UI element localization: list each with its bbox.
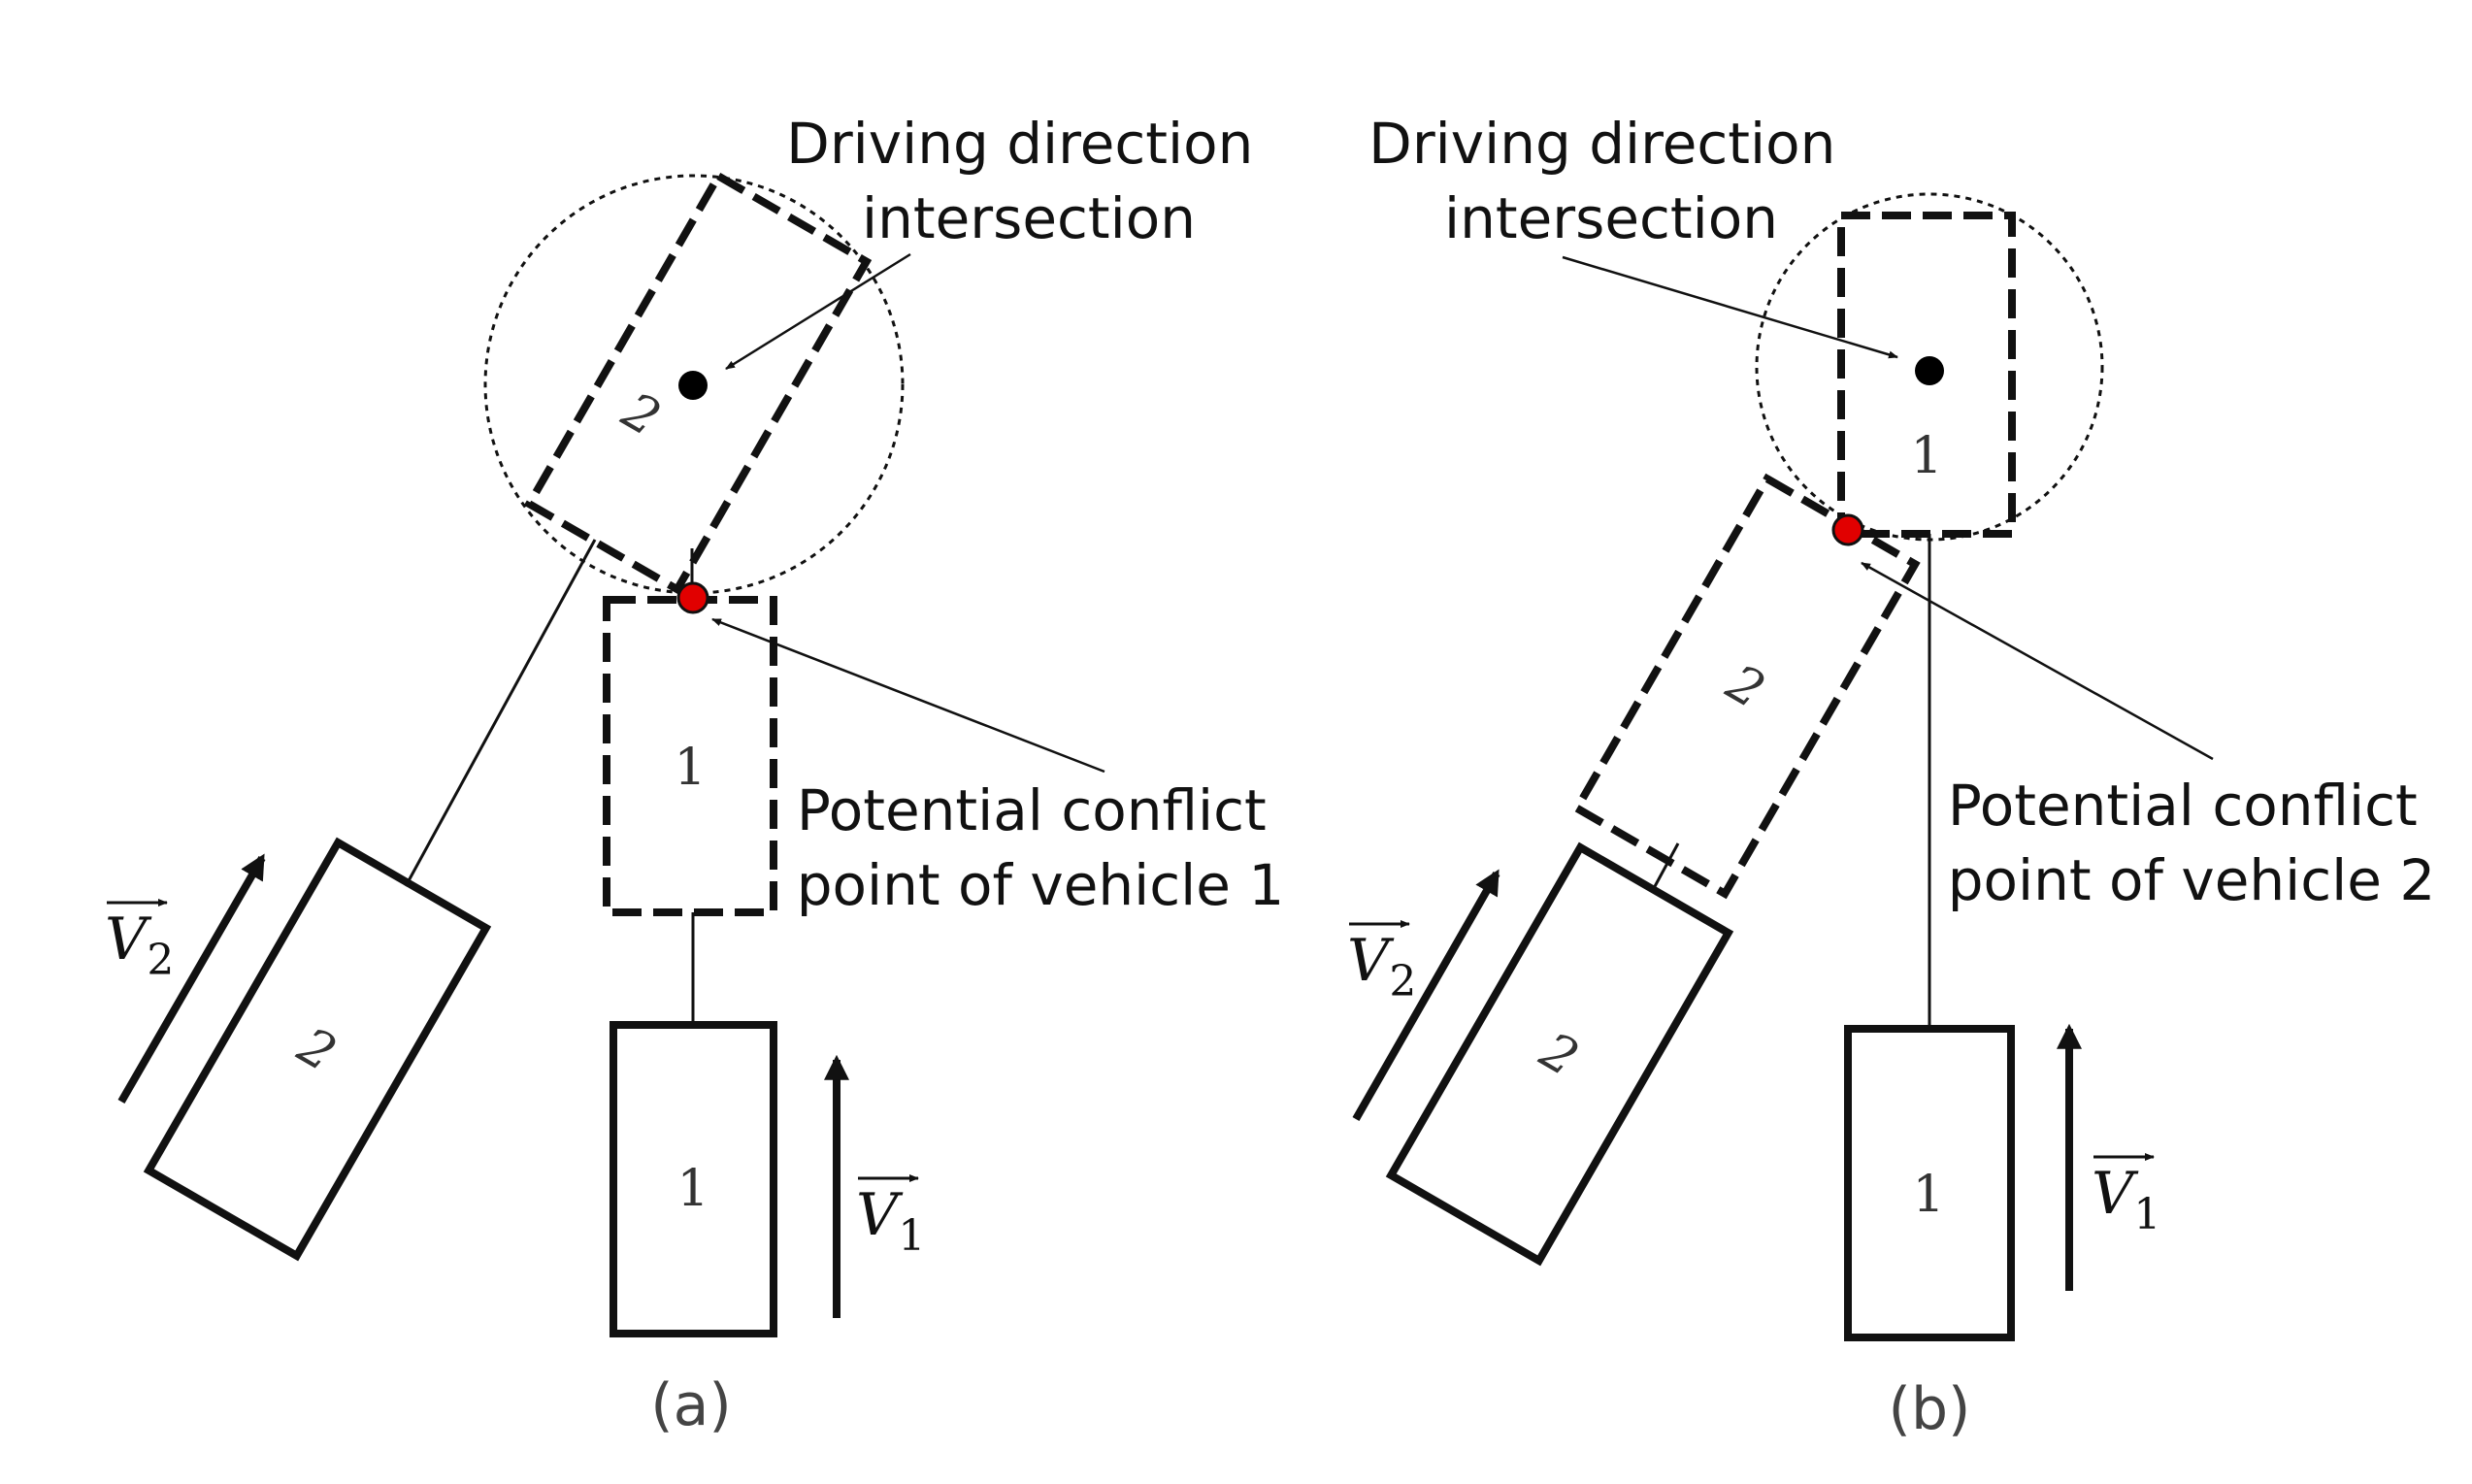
vehicle-2-projected-label-a: 2 bbox=[611, 381, 670, 448]
connector-b bbox=[1651, 842, 1680, 891]
caption-b: (b) bbox=[1889, 1375, 1971, 1443]
velocity-label-2-a: V2 bbox=[105, 899, 174, 985]
velocity-label-2-b: V2 bbox=[1347, 920, 1416, 1006]
trajectory-vehicle-2-a bbox=[404, 539, 597, 887]
conflict-label-a-line1: Potential conflict bbox=[797, 777, 1267, 843]
intersection-label-a-line1: Driving direction bbox=[786, 111, 1253, 177]
intersection-label-a-line2: intersection bbox=[862, 185, 1196, 251]
vehicle-1-label-b: 1 bbox=[1912, 1166, 1944, 1224]
svg-text:V1: V1 bbox=[856, 1181, 925, 1261]
vehicle-2-b: 2 bbox=[1385, 841, 1734, 1267]
vehicle-2-projected-label-b: 2 bbox=[1716, 653, 1774, 720]
vehicle-2-label-b: 2 bbox=[1530, 1021, 1588, 1088]
vehicle-2-a: 2 bbox=[143, 837, 492, 1262]
vehicle-1-projected-label-b: 1 bbox=[1910, 427, 1942, 485]
intersection-callout-arrow-b bbox=[1562, 255, 1898, 359]
velocity-label-2-a-subscript: 2 bbox=[147, 936, 174, 985]
conflict-point-a bbox=[676, 581, 709, 614]
intersection-label-b-line1: Driving direction bbox=[1368, 111, 1835, 177]
velocity-label-1-b: V1 bbox=[2092, 1153, 2160, 1239]
vehicle-1-projected-label-a: 1 bbox=[674, 739, 706, 797]
velocity-arrow-2-b bbox=[1352, 869, 1500, 1121]
velocity-label-1-b-symbol: V bbox=[2092, 1160, 2139, 1228]
intersection-label-a: Driving direction intersection bbox=[786, 111, 1271, 251]
panel-a: 2 1 1 2 Driving direction intersection bbox=[105, 111, 1284, 1439]
vehicle-1-projected-b bbox=[1837, 212, 2016, 538]
caption-a: (a) bbox=[650, 1371, 732, 1439]
velocity-label-1-b-subscript: 1 bbox=[2133, 1190, 2160, 1239]
conflict-label-b: Potential conflict point of vehicle 2 bbox=[1948, 773, 2436, 913]
conflict-callout-arrow-a bbox=[711, 617, 1105, 774]
conflict-point-b bbox=[1831, 513, 1864, 546]
intersection-point-b bbox=[1915, 356, 1944, 385]
velocity-arrow-2-a bbox=[117, 853, 266, 1105]
svg-text:V2: V2 bbox=[1347, 927, 1416, 1006]
velocity-label-1-a-subscript: 1 bbox=[898, 1211, 925, 1261]
svg-text:V2: V2 bbox=[105, 906, 174, 985]
conflict-label-b-line2: point of vehicle 2 bbox=[1948, 847, 2436, 913]
intersection-label-b-line2: intersection bbox=[1444, 185, 1778, 251]
velocity-label-2-b-subscript: 2 bbox=[1389, 957, 1416, 1006]
velocity-label-2-b-symbol: V bbox=[1347, 927, 1395, 995]
vehicle-2-label-a: 2 bbox=[287, 1016, 346, 1083]
conflict-label-b-line1: Potential conflict bbox=[1948, 773, 2418, 839]
vehicle-2-projected-b: 2 bbox=[1571, 473, 1921, 900]
velocity-label-1-a-symbol: V bbox=[856, 1181, 904, 1249]
panel-b: 1 2 2 1 Driving direction intersection bbox=[1347, 111, 2435, 1443]
conflict-callout-arrow-b bbox=[1861, 561, 2214, 761]
intersection-label-b: Driving direction intersection bbox=[1368, 111, 1854, 251]
intersection-point-a bbox=[678, 371, 708, 400]
conflict-label-a-line2: point of vehicle 1 bbox=[797, 852, 1285, 918]
conflict-label-a: Potential conflict point of vehicle 1 bbox=[797, 777, 1285, 918]
velocity-label-2-a-symbol: V bbox=[105, 906, 152, 973]
intersection-callout-arrow-a bbox=[725, 252, 911, 371]
vehicle-1-label-a: 1 bbox=[676, 1160, 709, 1218]
velocity-label-1-a: V1 bbox=[856, 1174, 925, 1261]
svg-text:V1: V1 bbox=[2092, 1160, 2160, 1239]
